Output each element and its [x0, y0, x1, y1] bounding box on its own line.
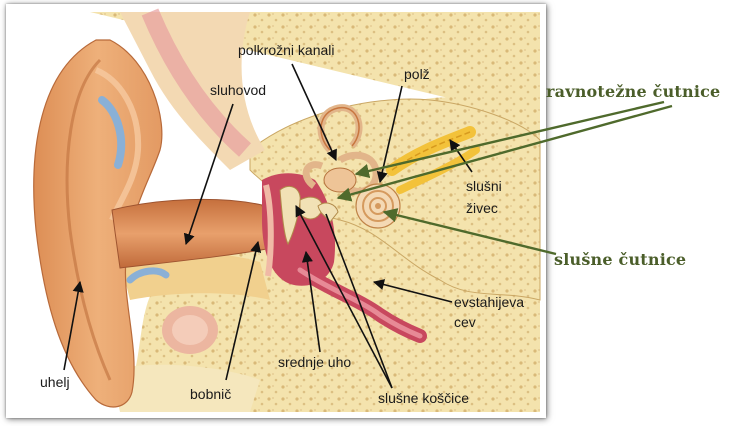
callout-hearing-receptors: slušne čutnice: [554, 250, 686, 269]
label-cochlea: polž: [404, 66, 430, 83]
label-auditory-nerve-line2: živec: [466, 200, 498, 217]
label-ossicles: slušne koščice: [378, 390, 469, 407]
label-auditory-nerve-line1: slušni: [466, 178, 502, 195]
label-middle-ear: srednje uho: [278, 354, 351, 371]
label-auricle: uhelj: [40, 374, 70, 391]
label-ear-canal: sluhovod: [210, 82, 266, 99]
label-eustachian-tube-line2: cev: [454, 314, 476, 331]
callout-balance-receptors: ravnotežne čutnice: [546, 82, 720, 101]
label-eardrum: bobnič: [190, 386, 231, 403]
label-eustachian-tube-line1: evstahijeva: [454, 294, 524, 311]
label-semicircular-canals: polkrožni kanali: [238, 42, 335, 59]
